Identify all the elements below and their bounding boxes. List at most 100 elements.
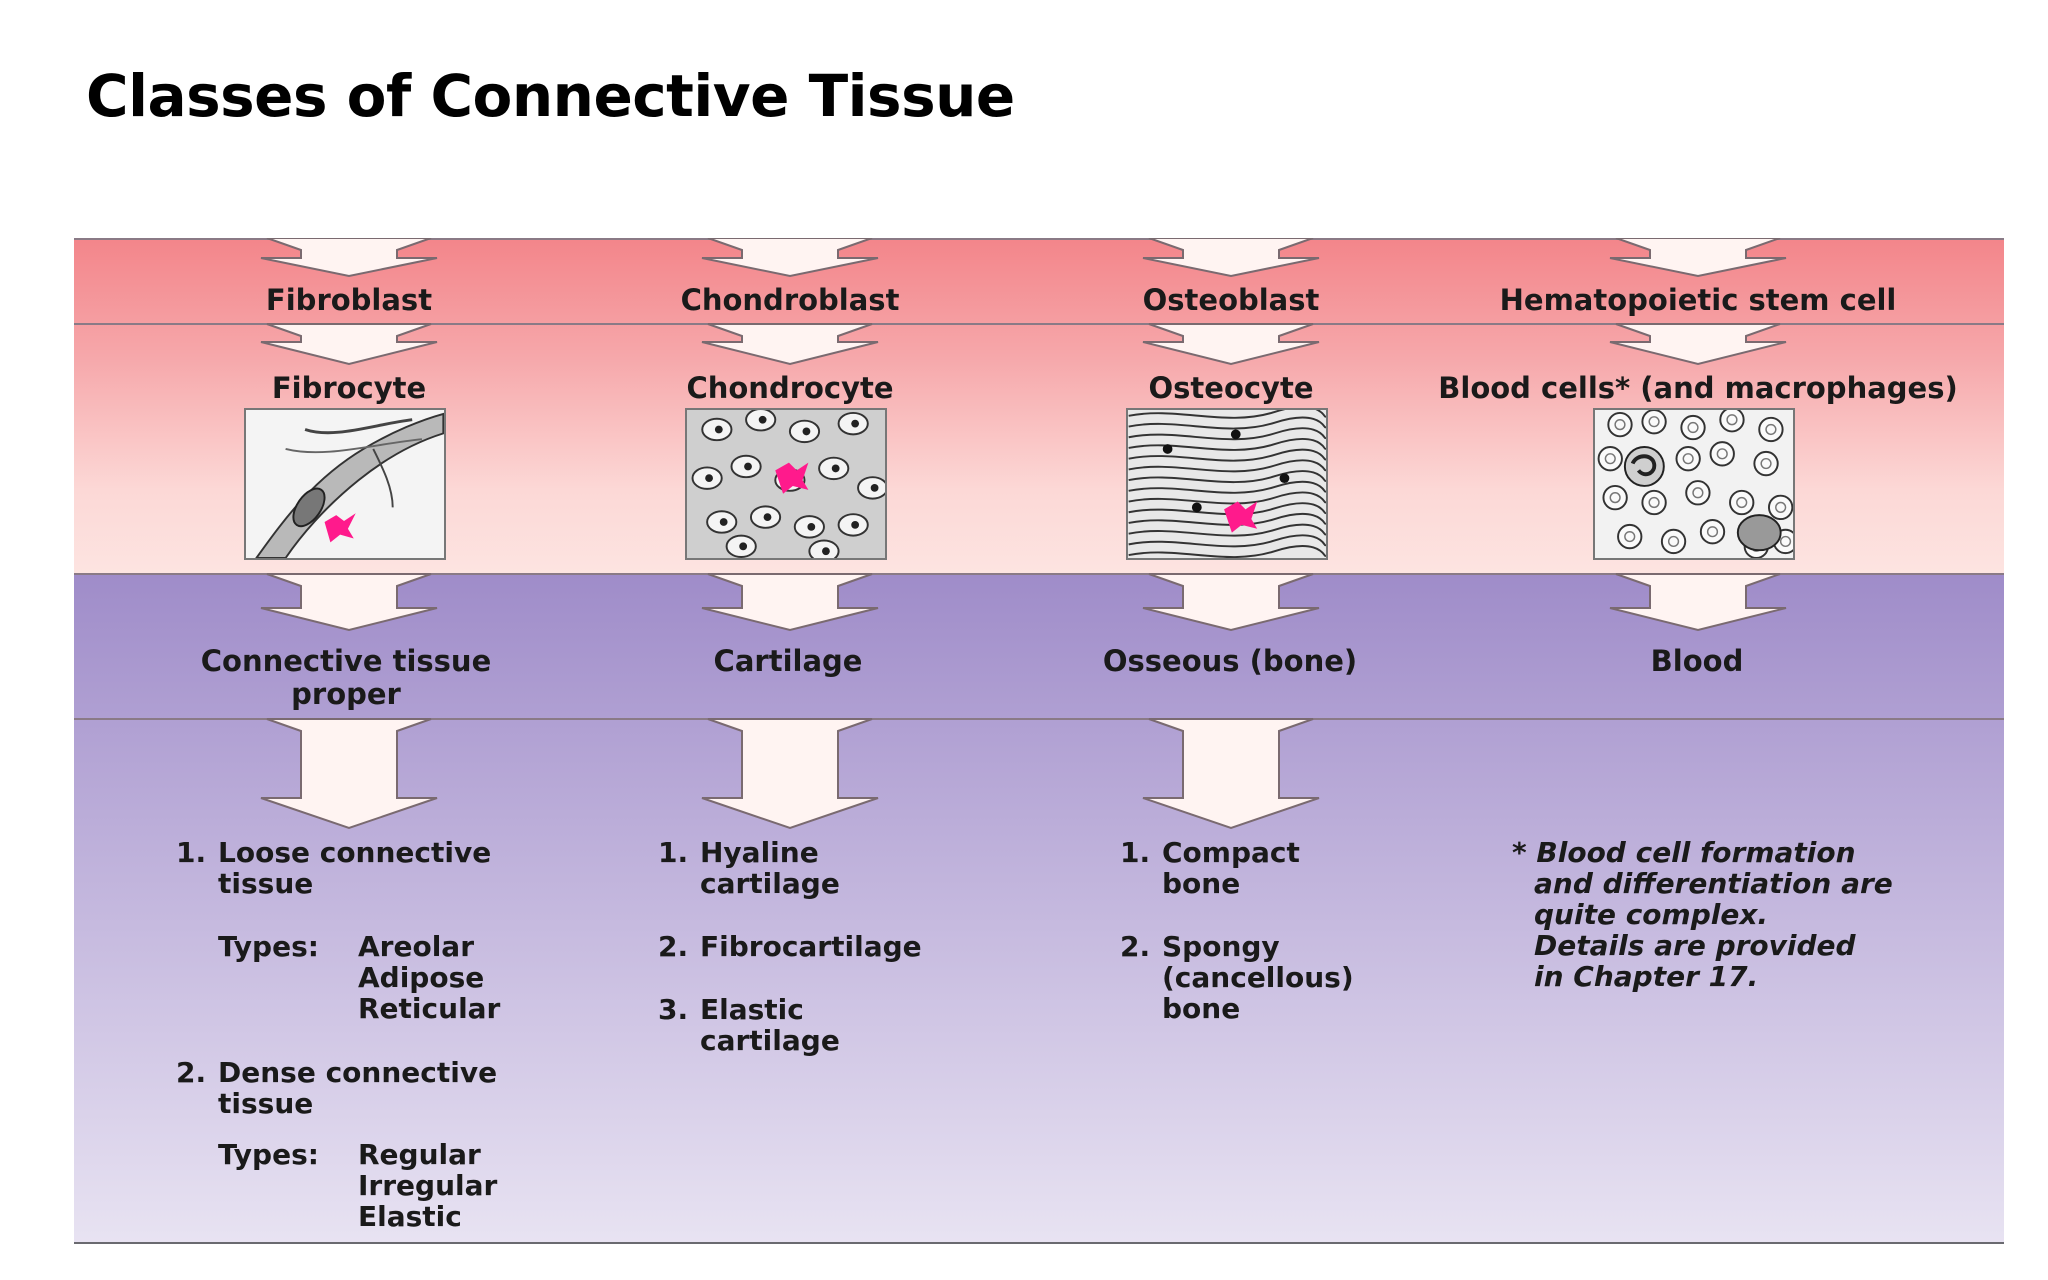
cell-center-mark bbox=[1716, 448, 1728, 460]
blood-cells-micrograph-icon bbox=[1593, 408, 1795, 560]
mature-cell-label-chondrocyte: Chondrocyte bbox=[686, 371, 894, 405]
tissue-class-label-cartilage: Cartilage bbox=[713, 644, 863, 678]
lamella-mark bbox=[1128, 416, 1326, 430]
lamella-mark bbox=[1128, 534, 1326, 548]
nucleus-mark bbox=[851, 419, 860, 428]
red-blood-cell-mark bbox=[1597, 446, 1623, 472]
lamella-mark bbox=[1128, 502, 1326, 516]
red-blood-cell-mark bbox=[1680, 414, 1706, 441]
flow-arrows bbox=[260, 238, 1787, 830]
arrow-tissue-to-subclass bbox=[260, 718, 438, 830]
chondrocyte-micrograph-icon bbox=[685, 408, 887, 560]
tissue-class-band bbox=[74, 574, 2004, 1244]
cell-center-mark bbox=[1604, 453, 1616, 465]
nucleus-mark bbox=[802, 427, 811, 436]
stem-cell-label-osteoblast: Osteoblast bbox=[1142, 283, 1320, 317]
red-blood-cell-mark bbox=[1660, 528, 1687, 555]
arrow-tissue-to-subclass bbox=[1142, 718, 1320, 830]
red-blood-cell-mark bbox=[1675, 446, 1701, 472]
stem-cell-label-chondroblast: Chondroblast bbox=[680, 283, 900, 317]
arrow-tissue-to-subclass bbox=[701, 718, 879, 830]
cell-center-mark bbox=[1687, 421, 1699, 434]
lamella-mark bbox=[1128, 491, 1326, 505]
cell-center-mark bbox=[1667, 535, 1680, 548]
red-blood-cell-mark bbox=[1617, 523, 1643, 550]
cell-center-mark bbox=[1760, 457, 1772, 470]
nucleus-mark bbox=[807, 522, 816, 531]
osteocyte-micrograph-icon bbox=[1126, 408, 1328, 560]
osteocyte-mark bbox=[1230, 429, 1241, 440]
nucleus-mark bbox=[719, 518, 728, 526]
cell-center-mark bbox=[1765, 423, 1777, 436]
mature-cell-label-blood-cells: Blood cells* (and macrophages) bbox=[1438, 371, 1958, 405]
nucleus-mark bbox=[739, 542, 748, 551]
arrow-into-stem-cell bbox=[701, 238, 879, 278]
lamella-mark bbox=[1128, 448, 1326, 462]
page-title: Classes of Connective Tissue bbox=[86, 62, 1015, 130]
nucleus-mark bbox=[705, 474, 713, 483]
cell-center-mark bbox=[1609, 492, 1621, 504]
blood-footnote: * Blood cell formation and differentiati… bbox=[1512, 836, 1893, 993]
red-blood-cell-mark bbox=[1753, 450, 1779, 477]
red-blood-cell-mark bbox=[1768, 494, 1793, 521]
divider-line bbox=[74, 718, 2004, 720]
arrow-into-stem-cell bbox=[260, 238, 438, 278]
red-blood-cell-mark bbox=[1607, 411, 1633, 438]
lamella-mark bbox=[1128, 545, 1326, 558]
white-blood-cell-mark bbox=[1623, 446, 1665, 487]
fibrocyte-micrograph-icon bbox=[244, 408, 446, 560]
arrow-stem-to-mature bbox=[260, 323, 438, 366]
cell-center-mark bbox=[1706, 526, 1719, 538]
cell-center-mark bbox=[1779, 535, 1792, 548]
osteocyte-mark bbox=[1191, 502, 1202, 513]
divider-line bbox=[74, 1242, 2004, 1244]
nucleus-mark bbox=[1630, 454, 1657, 477]
lamella-mark bbox=[1128, 410, 1326, 419]
nucleus-mark bbox=[870, 484, 879, 492]
osteocyte-mark bbox=[1279, 473, 1290, 484]
red-blood-cell-mark bbox=[1641, 410, 1667, 435]
nucleus-mark bbox=[763, 513, 772, 521]
mature-cell-label-fibrocyte: Fibrocyte bbox=[271, 371, 427, 405]
red-blood-cell-mark bbox=[1719, 410, 1745, 433]
arrow-stem-to-mature bbox=[1609, 323, 1787, 366]
lamella-mark bbox=[1128, 523, 1326, 537]
red-blood-cell-mark bbox=[1709, 441, 1735, 467]
cell-center-mark bbox=[1736, 496, 1748, 509]
cell-center-mark bbox=[1624, 530, 1636, 543]
lamella-mark bbox=[1128, 427, 1326, 441]
mature-cell-label-osteocyte: Osteocyte bbox=[1148, 371, 1314, 405]
red-blood-cell-mark bbox=[1729, 489, 1755, 516]
arrow-stem-to-mature bbox=[1142, 323, 1320, 366]
divider-line bbox=[74, 573, 2004, 575]
tissue-class-label-bone: Osseous (bone) bbox=[1102, 644, 1358, 678]
nucleus-mark bbox=[831, 464, 840, 473]
red-blood-cell-mark bbox=[1641, 489, 1667, 516]
arrow-mature-to-tissue bbox=[1609, 573, 1787, 632]
lamella-mark bbox=[1128, 480, 1326, 494]
lamella-mark bbox=[1128, 513, 1326, 526]
lamella-mark bbox=[1128, 438, 1326, 451]
tissue-class-label-blood: Blood bbox=[1650, 644, 1744, 678]
macrophage-mark bbox=[1736, 514, 1782, 552]
lamella-mark bbox=[1128, 470, 1326, 484]
cell-center-mark bbox=[1648, 416, 1660, 428]
divider-line bbox=[74, 238, 2004, 240]
cell-center-mark bbox=[1775, 501, 1787, 513]
arrow-mature-to-tissue bbox=[260, 573, 438, 632]
pointer-icon bbox=[1224, 501, 1258, 533]
pointer-icon bbox=[775, 462, 809, 494]
red-blood-cell-mark bbox=[1758, 416, 1784, 443]
red-blood-cell-mark bbox=[1685, 480, 1711, 506]
cell-center-mark bbox=[1692, 487, 1704, 499]
tissue-class-label-connective-tissue-proper: Connective tissue proper bbox=[200, 644, 492, 711]
stem-cell-label-fibroblast: Fibroblast bbox=[265, 283, 433, 317]
arrow-stem-to-mature bbox=[701, 323, 879, 366]
cell-center-mark bbox=[1682, 453, 1694, 465]
arrow-mature-to-tissue bbox=[701, 573, 879, 632]
osteocyte-mark bbox=[1162, 444, 1173, 454]
red-blood-cell-mark bbox=[1602, 484, 1628, 511]
cell-center-mark bbox=[1614, 419, 1626, 431]
nucleus-mark bbox=[758, 415, 767, 424]
lamella-mark bbox=[1128, 459, 1326, 473]
